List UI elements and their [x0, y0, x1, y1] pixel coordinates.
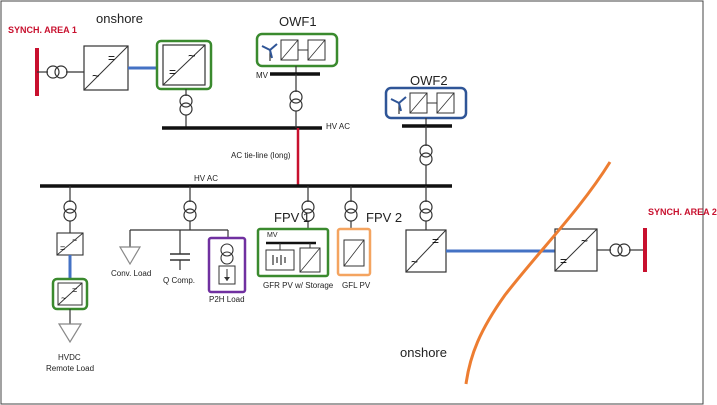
gfr-pv-label: GFR PV w/ Storage — [263, 281, 334, 290]
p2h-load-box — [207, 236, 247, 294]
transformer-owf1 — [289, 90, 303, 112]
p2h-load-label: P2H Load — [209, 295, 245, 304]
mv-label: MV — [256, 71, 268, 80]
wind-turbine-icon — [390, 96, 407, 114]
remote-load-label: Remote Load — [46, 364, 95, 373]
svg-text:=: = — [169, 65, 176, 79]
owf1-box — [255, 32, 339, 68]
transformer-hvdc-2 — [419, 200, 433, 222]
conv-load-icon — [118, 246, 142, 266]
transformer-hvdc — [63, 200, 77, 222]
transformer-loads — [183, 200, 197, 222]
hv-ac-top-label: HV AC — [326, 122, 351, 131]
converter-hvdc-1: = ~ — [56, 232, 84, 256]
wind-turbine-icon — [261, 43, 278, 61]
fpv1-label: FPV 1 — [274, 210, 311, 225]
owf1-label: OWF1 — [279, 14, 317, 29]
synch-area-1-label: SYNCH. AREA 1 — [8, 25, 77, 35]
onshore-bottom-label: onshore — [400, 345, 447, 360]
load-triangle-icon — [57, 323, 83, 344]
q-comp-label: Q Comp. — [163, 276, 196, 285]
tie-line-label: AC tie-line (long) — [231, 151, 291, 160]
synch-area-2-label: SYNCH. AREA 2 — [648, 207, 717, 217]
owf2-box — [384, 86, 468, 120]
transformer-fpv2 — [344, 200, 358, 222]
svg-text:=: = — [72, 285, 77, 295]
svg-text:=: = — [108, 51, 115, 65]
onshore-boundary-line — [464, 161, 612, 385]
svg-text:=: = — [60, 243, 65, 253]
onshore-top-label: onshore — [96, 11, 143, 26]
fpv1-mv-label: MV — [267, 232, 278, 239]
svg-text:~: ~ — [92, 68, 100, 83]
converter-synch-2: = ~ — [554, 228, 598, 272]
svg-text:~: ~ — [72, 235, 77, 245]
svg-text:~: ~ — [188, 48, 196, 63]
fpv1-box — [256, 227, 330, 278]
fpv2-label: FPV 2 — [366, 210, 403, 225]
hv-ac-main-label: HV AC — [194, 174, 219, 183]
transformer-owf2 — [419, 144, 433, 166]
conv-load-label: Conv. Load — [111, 269, 152, 278]
svg-text:=: = — [432, 234, 439, 248]
hvdc-label: HVDC — [58, 353, 81, 362]
converter-hvdc-2: ~ = — [51, 277, 89, 311]
transformer-synch-2 — [609, 243, 631, 257]
owf2-label: OWF2 — [410, 73, 448, 88]
transformer-hvac-top-left — [179, 94, 193, 116]
fpv2-box — [336, 227, 372, 277]
gfl-pv-label: GFL PV — [342, 281, 371, 290]
converter-onshore-2: = ~ — [405, 229, 447, 273]
svg-text:~: ~ — [61, 293, 66, 303]
capacitor-icon — [170, 253, 190, 261]
converter-offshore-1: = ~ — [155, 39, 213, 91]
svg-text:~: ~ — [581, 234, 588, 248]
svg-text:~: ~ — [411, 255, 418, 269]
transformer-synch-1 — [46, 65, 68, 79]
svg-text:=: = — [560, 254, 567, 268]
converter-onshore-1: ~ = — [83, 45, 129, 91]
